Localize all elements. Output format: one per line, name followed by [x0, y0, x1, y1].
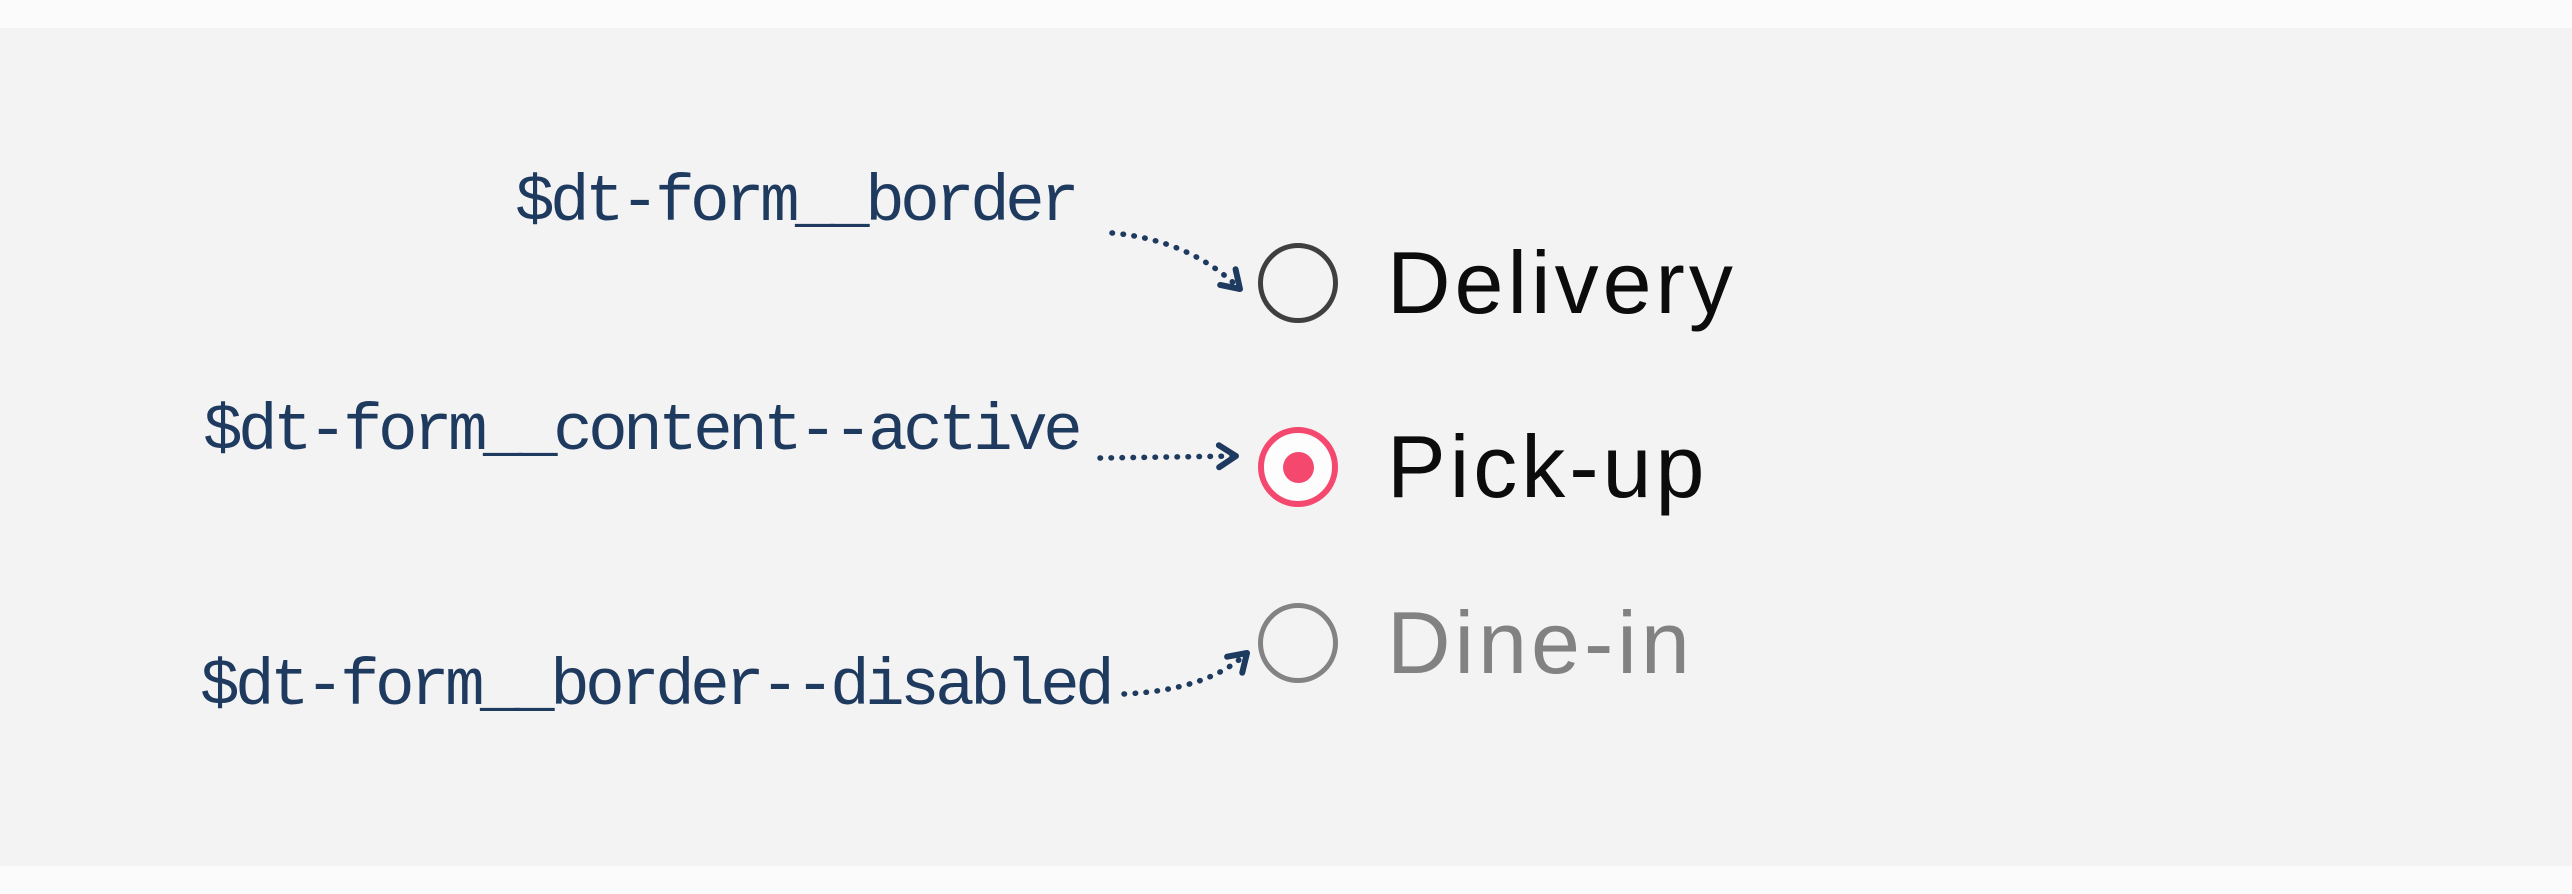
arrow-token-border: [1109, 230, 1243, 292]
radio-circle-active[interactable]: [1258, 427, 1338, 507]
token-label-content-active: $dt-form__content--active: [203, 394, 1083, 469]
token-label-border-disabled: $dt-form__border--disabled: [200, 649, 1115, 724]
arrow-token-content-active: [1097, 442, 1239, 471]
radio-option-delivery[interactable]: Delivery: [1258, 239, 1737, 327]
radio-label-pickup[interactable]: Pick-up: [1387, 417, 1709, 516]
arrow-token-border-disabled: [1121, 650, 1250, 697]
radio-option-dinein: Dine-in: [1258, 599, 1694, 687]
token-label-border: $dt-form__border: [515, 165, 1080, 240]
radio-circle-default[interactable]: [1258, 243, 1338, 323]
radio-selected-dot: [1282, 451, 1314, 483]
radio-circle-disabled: [1258, 603, 1338, 683]
radio-label-dinein: Dine-in: [1387, 593, 1694, 692]
radio-option-pickup[interactable]: Pick-up: [1258, 423, 1708, 511]
radio-label-delivery[interactable]: Delivery: [1387, 233, 1737, 332]
